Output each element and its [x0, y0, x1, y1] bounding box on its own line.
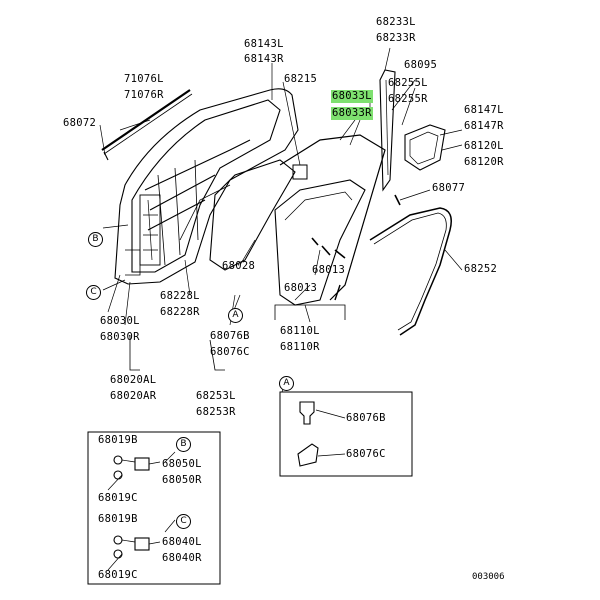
label-68147R: 68147R [464, 120, 504, 132]
label-68020AR: 68020AR [110, 390, 157, 402]
label-68076B: 68076B [210, 330, 250, 342]
label-68120L: 68120L [464, 140, 504, 152]
label-68013-a: 68013 [312, 264, 346, 276]
label-68255R: 68255R [388, 93, 428, 105]
window-glass-run [279, 134, 386, 301]
door-panel-inner [131, 99, 281, 273]
label-68019C-1: 68019C [98, 492, 138, 504]
label-68040L: 68040L [162, 536, 202, 548]
label-68072: 68072 [63, 117, 97, 129]
inset-a-label-68076B: 68076B [346, 412, 386, 424]
door-glass [274, 179, 366, 306]
label-68110L: 68110L [280, 325, 320, 337]
label-68033R: 68033R [331, 107, 373, 120]
label-68120R: 68120R [464, 156, 504, 168]
label-68040R: 68040R [162, 552, 202, 564]
label-68143R: 68143R [244, 53, 284, 65]
label-68050R: 68050R [162, 474, 202, 486]
inset-a-box [279, 391, 413, 477]
label-68030R: 68030R [100, 331, 140, 343]
label-68077: 68077 [432, 182, 466, 194]
label-71076L: 71076L [124, 73, 164, 85]
callout-c-inset: C [176, 514, 191, 529]
inset-a-label-68076C: 68076C [346, 448, 386, 460]
callout-b-main: B [88, 232, 103, 247]
quarter-glass [404, 124, 446, 171]
label-68013-b: 68013 [284, 282, 318, 294]
label-68050L: 68050L [162, 458, 202, 470]
callout-c-main: C [86, 285, 101, 300]
clip-68076C-shape [297, 443, 319, 467]
diagram-reference-code: 003006 [472, 572, 505, 582]
label-68028: 68028 [222, 260, 256, 272]
label-68019B-2: 68019B [98, 513, 138, 525]
label-68228L: 68228L [160, 290, 200, 302]
label-68110R: 68110R [280, 341, 320, 353]
label-71076R: 71076R [124, 89, 164, 101]
label-68253R: 68253R [196, 406, 236, 418]
label-68228R: 68228R [160, 306, 200, 318]
label-68233R: 68233R [376, 32, 416, 44]
label-68252: 68252 [464, 263, 498, 275]
label-68143L: 68143L [244, 38, 284, 50]
inset-bc-box [87, 431, 221, 585]
callout-a-inset: A [279, 376, 294, 391]
label-68033L: 68033L [331, 90, 373, 103]
label-68030L: 68030L [100, 315, 140, 327]
belt-molding [101, 89, 191, 151]
label-68076C: 68076C [210, 346, 250, 358]
callout-a-main: A [228, 308, 243, 323]
label-68019C-2: 68019C [98, 569, 138, 581]
label-68095: 68095 [404, 59, 438, 71]
label-68255L: 68255L [388, 77, 428, 89]
door-panel-outline [114, 88, 299, 285]
label-68253L: 68253L [196, 390, 236, 402]
label-68147L: 68147L [464, 104, 504, 116]
label-68215: 68215 [284, 73, 318, 85]
division-bar [379, 69, 396, 192]
clip-68076B-shape [299, 401, 315, 425]
callout-b-inset: B [176, 437, 191, 452]
label-68020AL: 68020AL [110, 374, 157, 386]
label-68233L: 68233L [376, 16, 416, 28]
label-68019B-1: 68019B [98, 434, 138, 446]
weatherstrip [369, 207, 452, 336]
